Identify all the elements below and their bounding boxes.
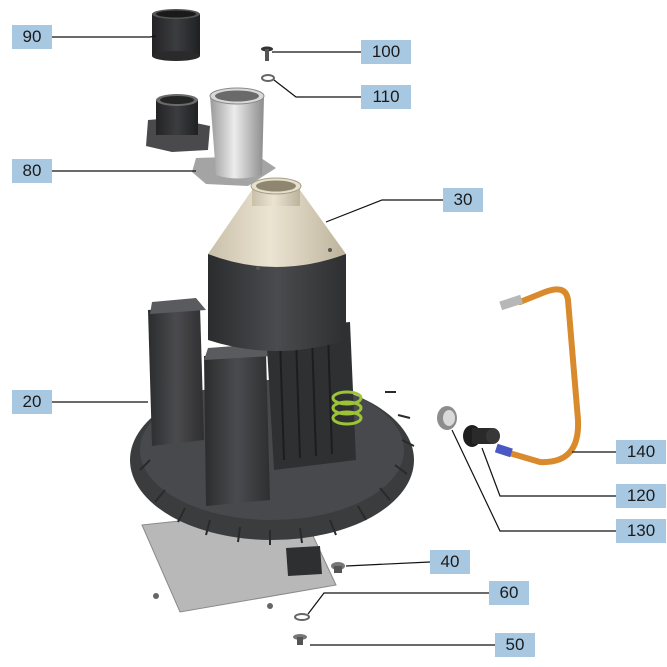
callout-60: 60 [489, 581, 529, 605]
part-130-cap [437, 406, 457, 430]
leader-line-110 [273, 79, 361, 98]
callout-120: 120 [616, 484, 666, 508]
part-40-nut [331, 562, 345, 573]
part-20-blower-housing [130, 298, 415, 613]
leader-lines [42, 35, 616, 646]
callout-30: 30 [443, 188, 483, 212]
callout-20: 20 [12, 390, 52, 414]
part-110-washer [261, 74, 275, 82]
leader-line-40 [345, 561, 431, 567]
part-90-sleeve [152, 9, 200, 61]
callout-50: 50 [495, 633, 535, 657]
leader-line-30 [325, 199, 443, 223]
callout-140: 140 [616, 440, 666, 464]
part-30-cone-cover [208, 177, 346, 351]
part-60-washer [294, 613, 310, 621]
part-120-cable-gland [463, 425, 500, 447]
part-140-hose [494, 286, 582, 466]
callout-40: 40 [430, 550, 470, 574]
callout-110: 110 [361, 85, 411, 109]
part-80-flange-pipes [146, 87, 276, 186]
callout-80: 80 [12, 159, 52, 183]
callout-90: 90 [12, 25, 52, 49]
leader-line-120 [481, 447, 616, 497]
leader-line-90 [42, 35, 157, 38]
callout-130: 130 [616, 519, 666, 543]
callout-100: 100 [361, 40, 411, 64]
leader-line-60 [307, 592, 489, 615]
part-50-screw [293, 634, 307, 645]
leader-line-130 [451, 429, 616, 532]
part-100-screw [261, 46, 273, 61]
